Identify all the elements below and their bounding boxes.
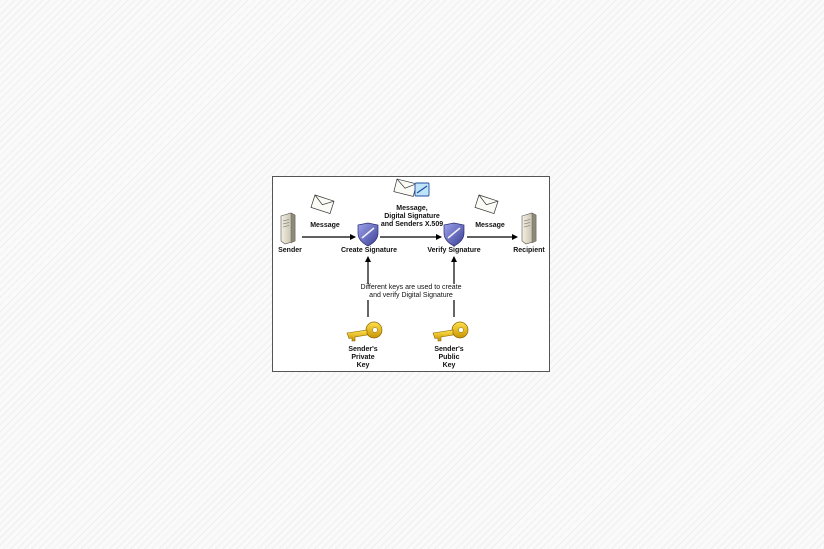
message-label-center-line-3: and Senders X.509 — [380, 221, 444, 228]
private-key-label-line-2: Private — [351, 354, 375, 361]
diagram-graphics — [280, 178, 537, 342]
recipient-server-icon — [521, 212, 537, 245]
keys-note-line-2: and verify Digital Signature — [345, 292, 477, 300]
private-key-label-line-1: Sender's — [348, 346, 378, 353]
private-key-label-line-3: Key — [356, 362, 370, 369]
verify-signature-label: Verify Signature — [427, 247, 481, 254]
message-envelope-icon — [310, 194, 335, 214]
message-label-left: Message — [310, 222, 340, 229]
create-signature-shield-icon — [357, 222, 379, 247]
public-key-label-line-2: Public — [438, 354, 460, 361]
message-label-center-line-1: Message, — [396, 205, 428, 212]
verify-signature-shield-icon — [443, 222, 465, 247]
sender-server-icon — [280, 212, 296, 245]
public-key-label-line-1: Sender's — [434, 346, 464, 353]
recipient-label: Recipient — [513, 247, 545, 254]
certificate-envelope-icon — [393, 178, 430, 197]
create-signature-label: Create Signature — [340, 247, 398, 254]
keys-note-line-1: Different keys are used to create — [345, 284, 477, 292]
sender-label: Sender — [278, 247, 302, 254]
message-label-right: Message — [475, 222, 505, 229]
public-key-icon — [432, 321, 469, 342]
private-key-icon — [346, 321, 383, 342]
message-envelope-icon — [474, 194, 499, 214]
message-label-center-line-2: Digital Signature — [384, 213, 440, 220]
digital-signature-diagram: Sender Create Signature Verify Signature… — [272, 176, 550, 372]
public-key-label-line-3: Key — [442, 362, 456, 369]
